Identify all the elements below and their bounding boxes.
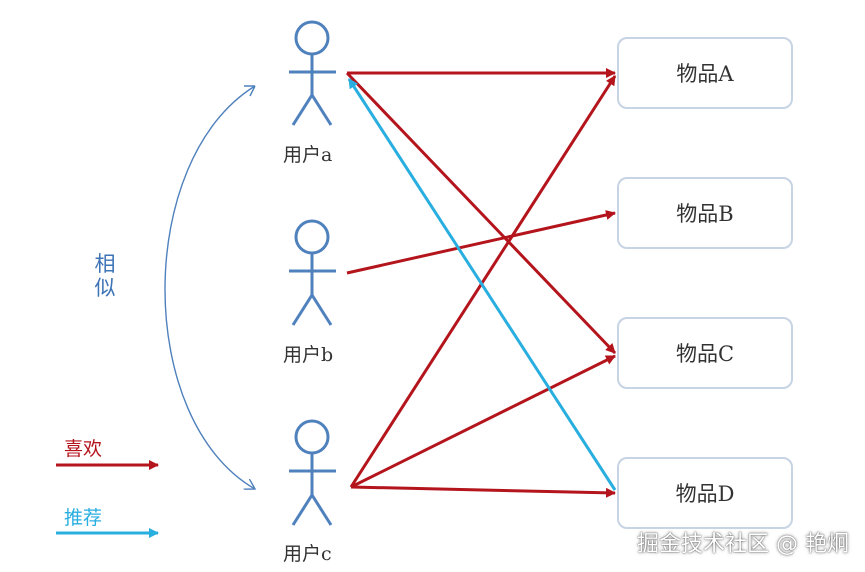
user-c-figure-icon <box>289 419 336 526</box>
like-arrow-c-C <box>350 354 616 489</box>
item-d-box: 物品D <box>617 457 793 529</box>
like-arrow-c-D <box>350 485 616 498</box>
watermark: 掘金技术社区 @ 艳炯 <box>637 532 849 557</box>
item-c-box: 物品C <box>617 317 793 389</box>
user-b-figure-icon <box>289 219 336 326</box>
similarity-curve-head <box>244 85 256 97</box>
legend-recommend-label: 推荐 <box>64 507 103 529</box>
recommend-arrow-D-a <box>347 78 617 491</box>
like-arrow-c-A <box>349 75 617 488</box>
legend-like-label: 喜欢 <box>64 438 103 460</box>
like-arrow-b-B <box>346 210 616 275</box>
user-a-label: 用户a <box>283 144 333 166</box>
user-a-figure-icon <box>289 20 336 126</box>
similar-label: 相似 <box>94 252 116 300</box>
user-b-label: 用户b <box>283 344 334 366</box>
user-c-label: 用户c <box>283 543 332 565</box>
like-arrow-a-C <box>345 71 617 355</box>
item-b-box: 物品B <box>617 177 793 249</box>
similarity-curve <box>164 85 255 489</box>
item-a-box: 物品A <box>617 37 793 109</box>
